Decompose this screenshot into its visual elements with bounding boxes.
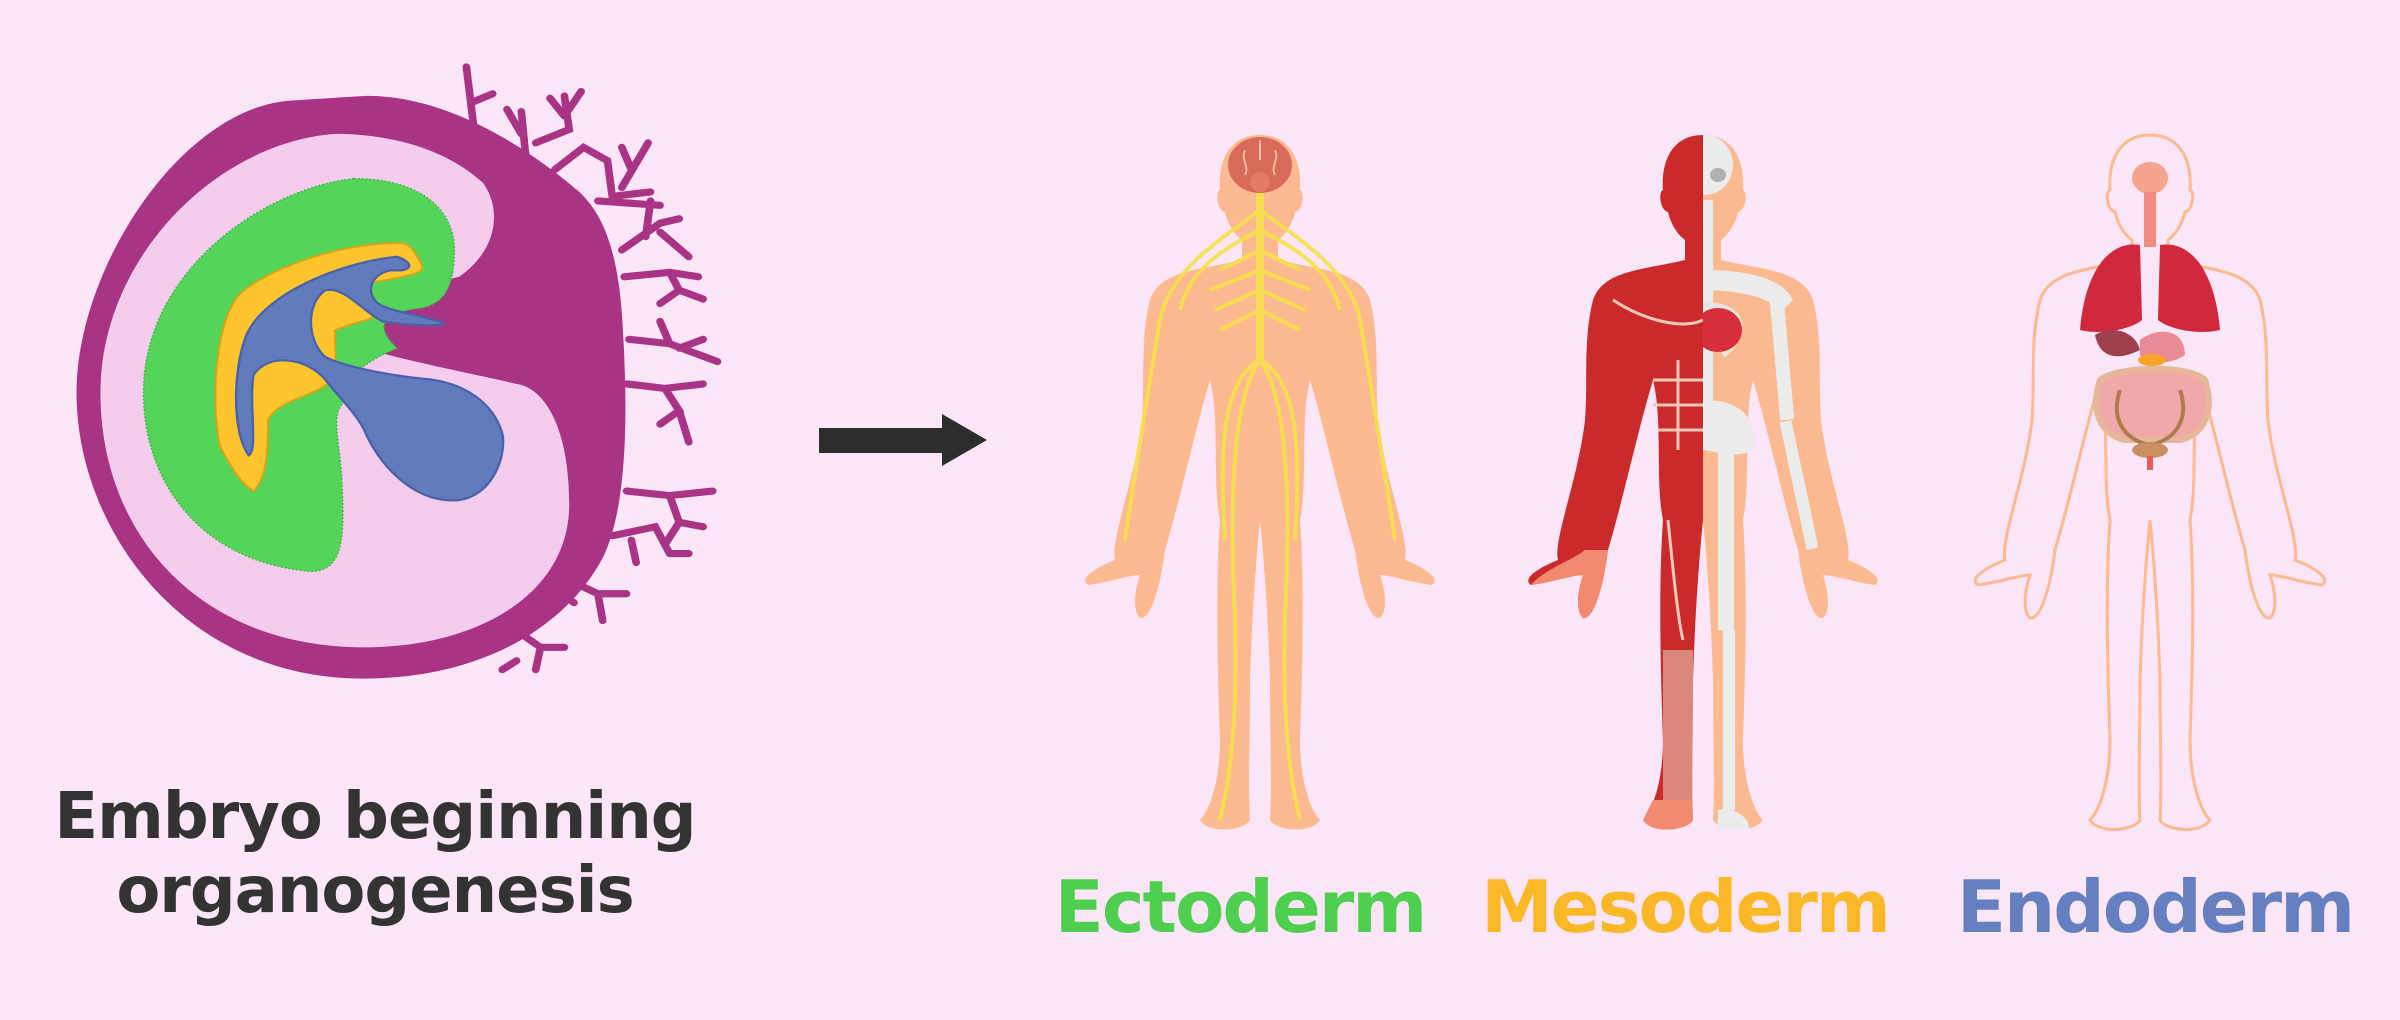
endoderm-layer [234, 255, 505, 502]
embryo-illustration [76, 63, 722, 679]
brain-icon [1228, 137, 1292, 193]
pancreas-icon [2138, 354, 2166, 366]
bladder-icon [2132, 442, 2168, 458]
body-silhouette-muscles [1528, 135, 1703, 830]
body-outline [1973, 133, 2327, 831]
chorionic-villi [462, 63, 722, 674]
skeleton [1703, 135, 1819, 830]
liver-icon [2095, 330, 2140, 357]
mesoderm-figure-muscles-skeleton [1528, 135, 1878, 830]
body-silhouette [1085, 135, 1435, 830]
arrow-right-icon [819, 414, 987, 466]
trachea-icon [2144, 192, 2156, 247]
pharynx-icon [2132, 162, 2168, 194]
intestines-icon [2093, 365, 2212, 443]
muscle-lines [1612, 298, 1703, 641]
lungs-icon [2080, 244, 2220, 332]
caption-line-2: organogenesis [116, 854, 634, 928]
nerves [1123, 180, 1397, 821]
body-silhouette-skin [1703, 135, 1878, 830]
ectoderm-figure-nervous-system [1085, 135, 1435, 830]
heart-icon [1703, 308, 1742, 352]
caption-line-1: Embryo beginning [54, 780, 696, 854]
embryo-caption: Embryo beginning organogenesis [0, 780, 750, 928]
endoderm-figure-organs [1973, 133, 2327, 831]
label-mesoderm: Mesoderm [1481, 865, 1891, 949]
label-ectoderm: Ectoderm [1054, 865, 1428, 949]
label-endoderm: Endoderm [1956, 865, 2355, 949]
